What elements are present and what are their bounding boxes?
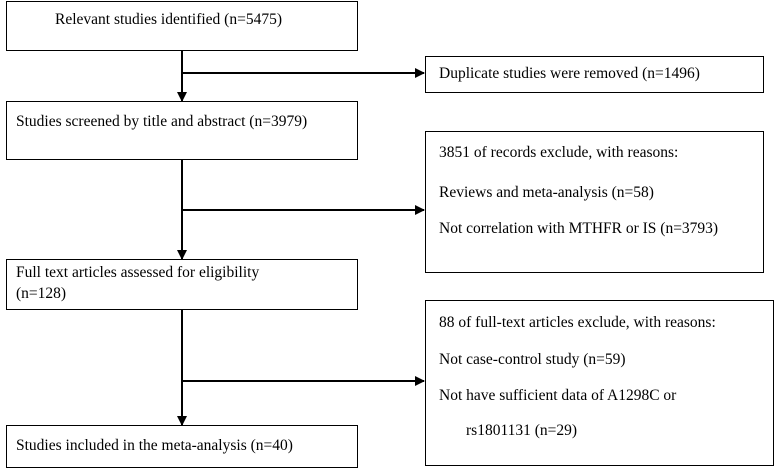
box-screened: Studies screened by title and abstract (… [6, 101, 358, 160]
box-included-text: Studies included in the meta-analysis (n… [16, 437, 293, 454]
box-identified: Relevant studies identified (n=5475) [6, 1, 358, 51]
excluded-full-text-reason-2-cont: rs1801131 (n=29) [466, 422, 578, 439]
excluded-records-reason-1: Reviews and meta-analysis (n=58) [439, 184, 654, 201]
box-identified-text: Relevant studies identified (n=5475) [55, 11, 282, 28]
full-text-line-1: Full text articles assessed for eligibil… [16, 264, 260, 281]
box-duplicates: Duplicate studies were removed (n=1496) [425, 56, 764, 93]
box-full-text: Full text articles assessed for eligibil… [6, 259, 358, 310]
box-included: Studies included in the meta-analysis (n… [6, 425, 358, 468]
box-excluded-full-text: 88 of full-text articles exclude, with r… [425, 300, 774, 466]
excluded-records-header: 3851 of records exclude, with reasons: [439, 144, 679, 161]
excluded-records-reason-2: Not correlation with MTHFR or IS (n=3793… [439, 220, 719, 237]
excluded-full-text-header: 88 of full-text articles exclude, with r… [439, 314, 716, 331]
excluded-full-text-reason-1: Not case-control study (n=59) [439, 351, 626, 368]
excluded-full-text-reason-2: Not have sufficient data of A1298C or [439, 387, 677, 404]
box-screened-text: Studies screened by title and abstract (… [16, 113, 308, 130]
box-excluded-records: 3851 of records exclude, with reasons: R… [425, 131, 764, 273]
full-text-line-2: (n=128) [16, 285, 67, 302]
box-duplicates-text: Duplicate studies were removed (n=1496) [439, 65, 700, 82]
